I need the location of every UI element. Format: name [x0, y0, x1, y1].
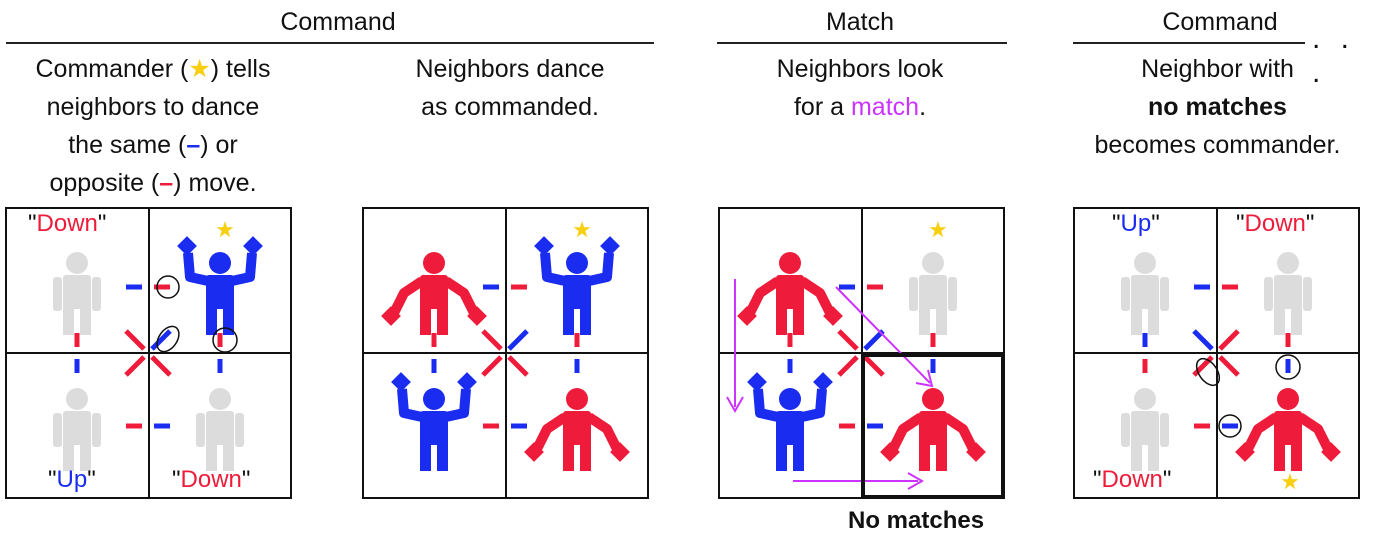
match-circle-p1-c — [212, 327, 238, 353]
match-circle-p4-c — [1218, 414, 1242, 438]
connector-diag-bl — [124, 355, 146, 377]
figure-p2-tl — [381, 252, 487, 335]
figure-p1-tl — [53, 252, 101, 335]
connector-diag-br — [150, 355, 172, 377]
match-circle-p1-b — [156, 325, 180, 353]
figure-p3-tl — [737, 252, 843, 335]
figure-p1-br — [196, 388, 244, 471]
figure-p3-bl — [747, 372, 833, 471]
match-arrow-diag — [835, 286, 931, 384]
label-up-p1-bl: "Up" — [48, 466, 96, 493]
star-p4: ★ — [1280, 470, 1300, 495]
figure-p1-bl — [53, 388, 101, 471]
connector-diag-tr — [507, 329, 529, 351]
label-down-p4-tr: "Down" — [1236, 210, 1315, 237]
header-match: Match — [825, 8, 895, 36]
label-down-p1-br: "Down" — [172, 466, 251, 493]
connector-diag-br — [507, 355, 529, 377]
match-word: match — [850, 93, 920, 121]
star-p2: ★ — [572, 218, 592, 243]
panel-dance — [362, 207, 649, 499]
connector-diag-bl — [481, 355, 503, 377]
figure-p2-bl — [391, 372, 477, 471]
figure-p1-tr — [177, 236, 263, 335]
label-down-p1-tl: "Down" — [28, 210, 107, 237]
connector-diag-br — [863, 355, 885, 377]
header-rule-2 — [717, 42, 1007, 44]
match-arrowhead-down — [726, 396, 744, 414]
star-icon: ★ — [188, 55, 211, 83]
panel-new-commander — [1073, 207, 1360, 499]
connector-diag-tl — [837, 329, 859, 351]
match-arrowhead-right — [907, 472, 925, 490]
figure-p3-br — [880, 388, 986, 471]
connector-diag-tr — [150, 329, 172, 351]
no-match-highlight-box — [861, 353, 1005, 499]
star-p1: ★ — [215, 218, 235, 243]
caption-commander: Commander (★) tells neighbors to dance t… — [35, 55, 271, 197]
connector-diag-br — [1218, 355, 1240, 377]
caption-look-match: Neighbors look for a match. — [776, 55, 944, 121]
figure-p4-tr — [1264, 252, 1312, 335]
label-up-p4-tl: "Up" — [1112, 210, 1160, 237]
match-circle-p4-b — [1275, 354, 1301, 380]
header-rule-1 — [6, 42, 654, 44]
header-command-2: Command — [1162, 8, 1278, 36]
connector-diag-tr — [863, 329, 885, 351]
figure-p4-br — [1235, 388, 1341, 471]
match-circle-p4-a — [1195, 357, 1221, 387]
header-rule-3 — [1073, 42, 1305, 44]
opposite-dash: – — [159, 169, 174, 197]
connector-diag-tr — [1218, 329, 1240, 351]
connector-diag-bl — [837, 355, 859, 377]
header-command-1: Command — [280, 8, 396, 36]
figure-p2-tr — [534, 236, 620, 335]
no-matches-label: No matches — [848, 507, 985, 534]
ellipsis: . . . — [1312, 22, 1356, 89]
figure-p2-br — [524, 388, 630, 471]
figure-p3-tr — [909, 252, 957, 335]
star-p3: ★ — [928, 218, 948, 243]
caption-no-matches: Neighbor with no matches becomes command… — [1094, 55, 1341, 159]
label-down-p4-br: "Down" — [1093, 466, 1172, 493]
connector-diag-tl — [1192, 329, 1214, 351]
connector-diag-tl — [124, 329, 146, 351]
figure-p4-bl — [1121, 388, 1169, 471]
match-arrowhead-diag — [915, 369, 934, 388]
same-dash: – — [186, 131, 201, 159]
connector-diag-tl — [481, 329, 503, 351]
caption-neighbors-dance: Neighbors dance as commanded. — [415, 55, 605, 121]
panel-command — [5, 207, 292, 499]
match-circle-p1-a — [156, 275, 180, 299]
figure-p4-tl — [1121, 252, 1169, 335]
